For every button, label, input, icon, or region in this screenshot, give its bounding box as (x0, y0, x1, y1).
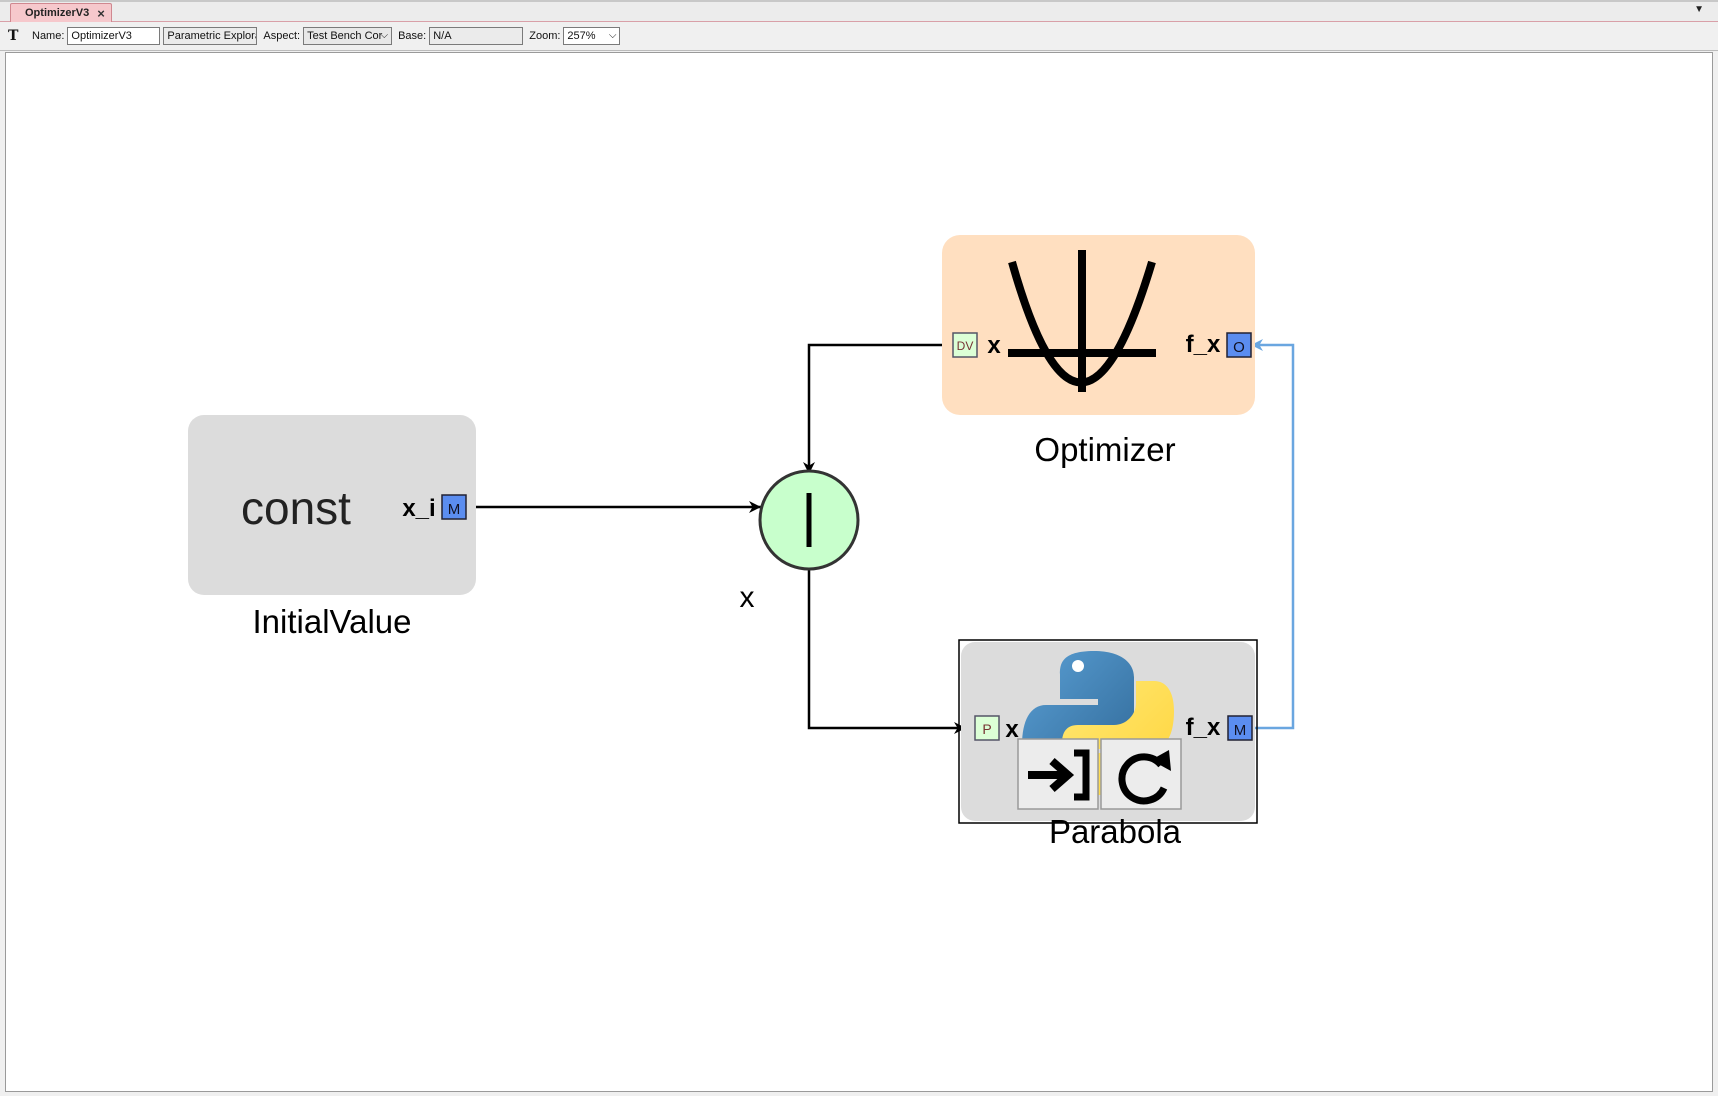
junction-x[interactable]: x (740, 469, 860, 614)
parabola-input-port[interactable]: P (974, 715, 1000, 741)
optimizer-block[interactable]: DV x f_x O Optimizer (942, 235, 1255, 468)
tab-title: OptimizerV3 (25, 7, 90, 19)
aspect-label: Aspect: (263, 30, 301, 42)
model-toolbar: T Name: OptimizerV3 Parametric Explorati… (0, 22, 1718, 51)
tab-bar-top-line (0, 0, 1718, 2)
junction-label: x (740, 581, 755, 614)
optimizer-input-name: x (987, 332, 1001, 359)
initial-value-box (188, 415, 476, 595)
aspect-select[interactable]: Test Bench Cor ⌵ (303, 27, 393, 45)
parabola-label: Parabola (1049, 813, 1182, 850)
diagram-svg: const x_i M InitialValue x DV (188, 235, 1295, 850)
parabola-block[interactable]: P x f_x M Parabola (958, 639, 1258, 850)
initial-value-output-port[interactable]: M (441, 494, 467, 520)
chevron-down-icon: ⌵ (608, 30, 617, 41)
optimizer-input-port[interactable]: DV (952, 332, 978, 358)
port-badge-o: O (1233, 339, 1245, 356)
parabola-icon (1008, 250, 1156, 392)
initial-value-port-name: x_i (402, 495, 435, 522)
zoom-select-value: 257% (567, 30, 596, 42)
name-label: Name: (32, 30, 65, 42)
name-field[interactable]: OptimizerV3 (67, 27, 161, 45)
parabola-selection-frame (958, 639, 1258, 824)
zoom-label: Zoom: (529, 30, 561, 42)
optimizer-label: Optimizer (1034, 431, 1175, 468)
port-badge-m: M (1234, 722, 1247, 739)
port-badge-p: P (982, 721, 991, 737)
tab-close-icon[interactable]: × (97, 5, 105, 21)
zoom-select[interactable]: 257% ⌵ (563, 27, 621, 45)
text-tool-icon[interactable]: T (8, 28, 19, 44)
parabola-output-port[interactable]: M (1227, 715, 1253, 741)
refresh-icon[interactable] (1100, 738, 1182, 810)
optimizer-output-port[interactable]: O (1226, 332, 1252, 358)
run-icon[interactable] (1017, 738, 1099, 810)
port-badge-dv: DV (957, 339, 974, 353)
base-field: N/A (429, 27, 524, 45)
optimizer-output-name: f_x (1186, 331, 1221, 358)
base-label: Base: (398, 30, 427, 42)
aspect-select-value: Test Bench Cor (307, 30, 383, 42)
kind-field: Parametric Exploratio (163, 27, 258, 45)
port-badge-m: M (448, 501, 461, 518)
initial-value-block[interactable]: const x_i M InitialValue (188, 415, 476, 640)
tab-list-dropdown-icon[interactable]: ▼ (1694, 4, 1704, 15)
parabola-output-name: f_x (1186, 714, 1221, 741)
initial-value-label: InitialValue (253, 603, 412, 640)
wire-optimizer-to-junction[interactable] (803, 343, 952, 474)
wires (467, 339, 1295, 734)
diagram-canvas[interactable]: const x_i M InitialValue x DV (5, 52, 1713, 1092)
parabola-input-name: x (1005, 716, 1019, 743)
chevron-down-icon: ⌵ (380, 30, 389, 41)
wire-parabola-to-optimizer-feedback[interactable] (1251, 339, 1295, 730)
initial-value-body: const (241, 482, 351, 534)
wire-junction-to-parabola[interactable] (807, 568, 966, 734)
tab-optimizerv3[interactable]: OptimizerV3 × (10, 3, 112, 22)
optimizer-box (942, 235, 1255, 415)
document-tab-bar: OptimizerV3 × ▼ (0, 0, 1718, 22)
